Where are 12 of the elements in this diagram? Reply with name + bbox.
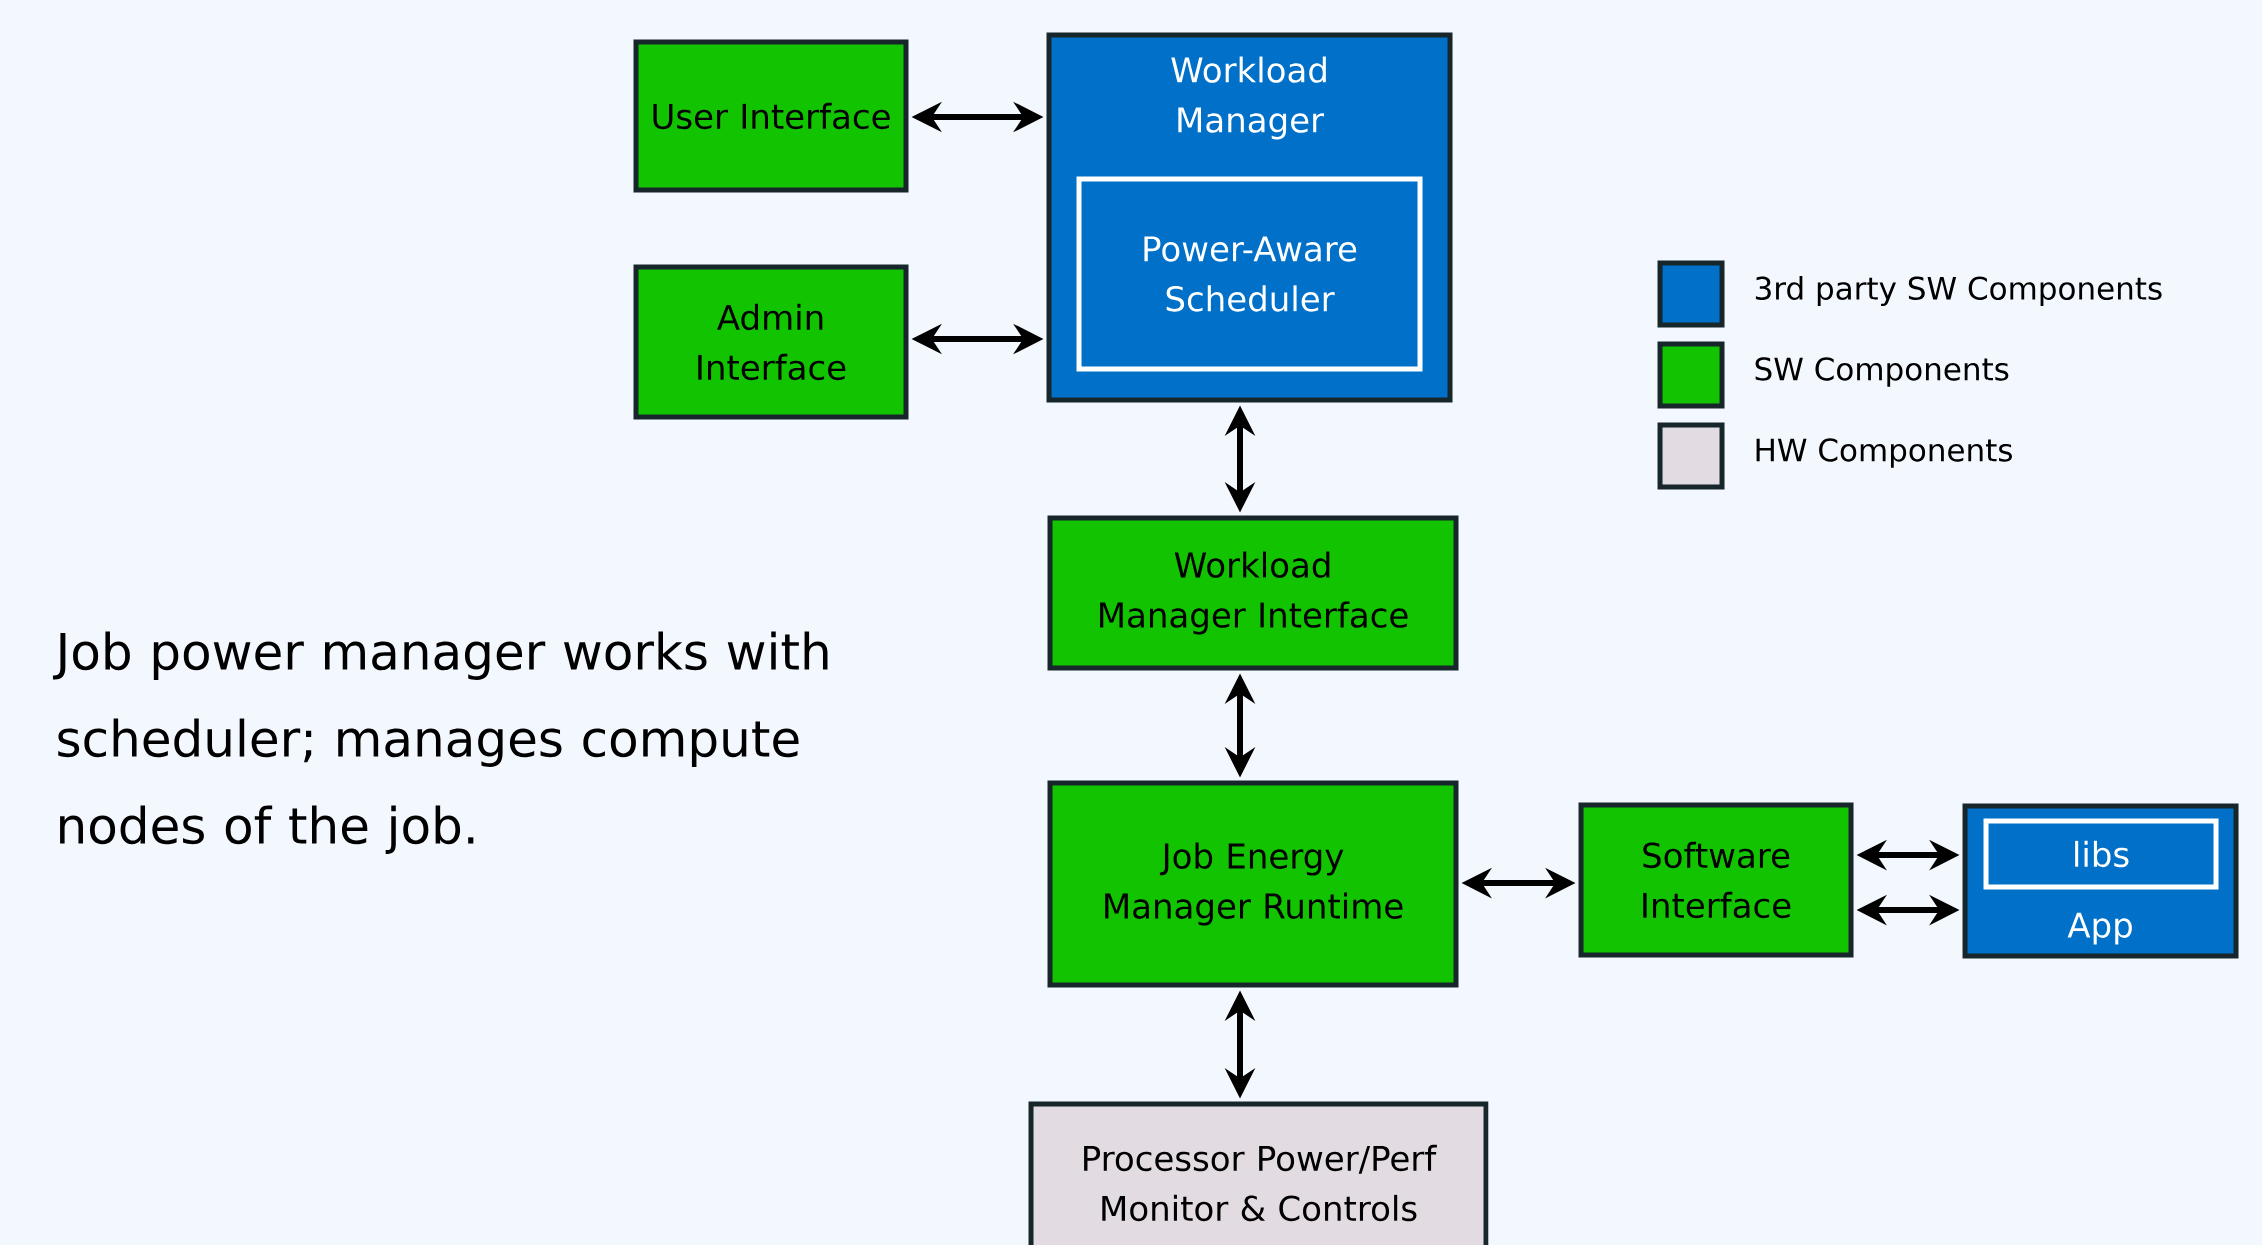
note-text: Job power manager works with scheduler; manages compute nodes of the job. <box>52 631 828 854</box>
component-box: Workload Manager Interface <box>1047 515 1459 671</box>
component-box: Power-Aware Scheduler <box>1076 176 1423 372</box>
component-box: User Interface <box>633 39 909 193</box>
component-box: libs <box>1983 818 2219 890</box>
legend-text: 3rd party SW Components <box>1755 276 2162 306</box>
component-box: Software Interface <box>1578 802 1854 958</box>
component-box: Job Energy Manager Runtime <box>1047 780 1459 988</box>
component-box: Admin Interface <box>633 264 909 420</box>
component-box: Processor Power/Perf Monitor & Controls <box>1028 1101 1489 1245</box>
legend-text: HW Components <box>1756 438 2012 468</box>
legend-text: SW Components <box>1755 357 2009 387</box>
